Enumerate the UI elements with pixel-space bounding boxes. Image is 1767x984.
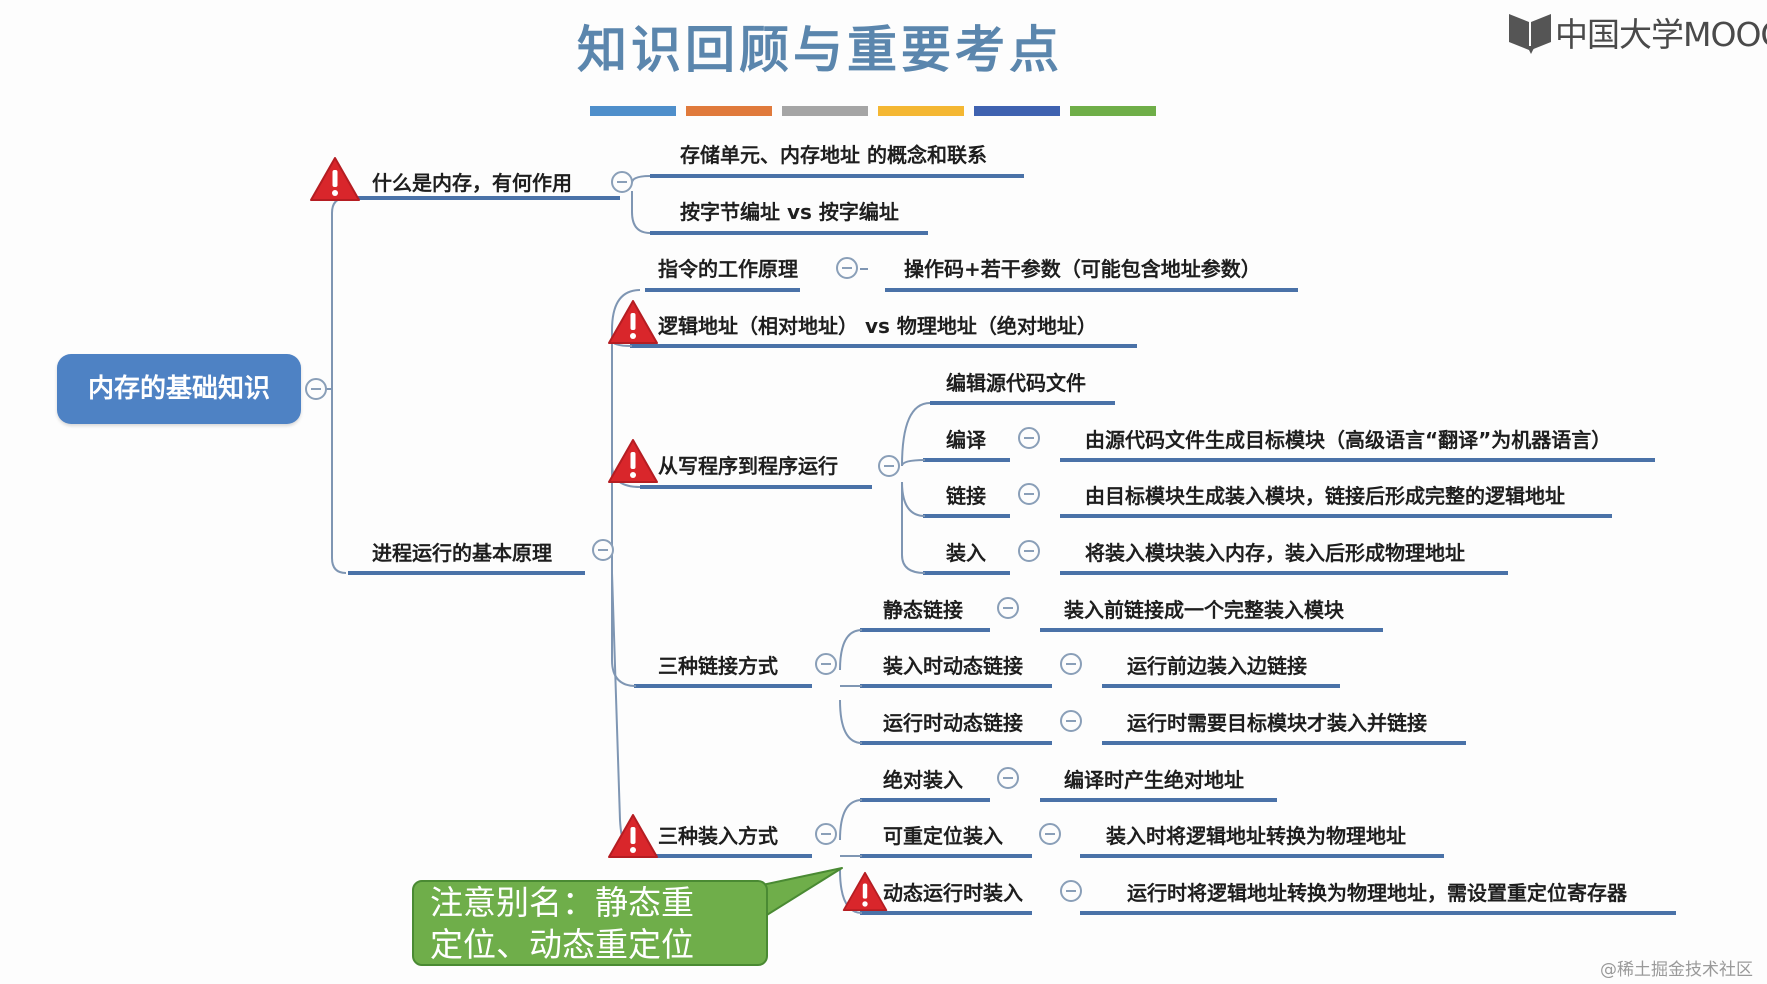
warning-icon bbox=[608, 300, 658, 344]
color-bar-segment bbox=[782, 106, 868, 116]
step-load-detail[interactable]: 将装入模块装入内存，装入后形成物理地址 bbox=[1085, 541, 1465, 565]
step-edit-node[interactable]: 编辑源代码文件 bbox=[946, 371, 1086, 395]
warning-icon bbox=[310, 157, 360, 201]
load-time-linking-node[interactable]: 装入时动态链接 bbox=[883, 654, 1023, 678]
dynamic-loading-node[interactable]: 动态运行时装入 bbox=[883, 881, 1023, 905]
dynamic-loading-detail[interactable]: 运行时将逻辑地址转换为物理地址，需设置重定位寄存器 bbox=[1127, 881, 1627, 905]
run-time-linking-detail[interactable]: 运行时需要目标模块才装入并链接 bbox=[1127, 711, 1427, 735]
color-bar-segment bbox=[1070, 106, 1156, 116]
absolute-loading-node[interactable]: 绝对装入 bbox=[883, 768, 963, 792]
loading-methods-node[interactable]: 三种装入方式 bbox=[658, 824, 778, 848]
step-link-node[interactable]: 链接 bbox=[946, 484, 986, 508]
step-link-detail[interactable]: 由目标模块生成装入模块，链接后形成完整的逻辑地址 bbox=[1085, 484, 1565, 508]
branch-what-is-memory[interactable]: 什么是内存，有何作用 bbox=[372, 171, 572, 195]
callout-line-1: 注意别名：静态重 bbox=[430, 883, 694, 922]
warning-icon bbox=[608, 814, 658, 858]
color-bar-segment bbox=[590, 106, 676, 116]
run-time-linking-node[interactable]: 运行时动态链接 bbox=[883, 711, 1023, 735]
slide-title: 知识回顾与重要考点 bbox=[577, 20, 1063, 79]
relocatable-loading-detail[interactable]: 装入时将逻辑地址转换为物理地址 bbox=[1106, 824, 1406, 848]
static-linking-node[interactable]: 静态链接 bbox=[883, 598, 963, 622]
step-compile-detail[interactable]: 由源代码文件生成目标模块（高级语言“翻译”为机器语言） bbox=[1085, 428, 1612, 452]
instruction-node[interactable]: 指令的工作原理 bbox=[658, 257, 798, 281]
callout-line-2: 定位、动态重定位 bbox=[430, 925, 694, 964]
step-load-node[interactable]: 装入 bbox=[946, 541, 986, 565]
program-run-node[interactable]: 从写程序到程序运行 bbox=[658, 454, 838, 478]
color-bar-segment bbox=[686, 106, 772, 116]
memory-concept-node[interactable]: 存储单元、内存地址 的概念和联系 bbox=[680, 143, 987, 167]
book-icon bbox=[1509, 14, 1551, 54]
load-time-linking-detail[interactable]: 运行前边装入边链接 bbox=[1127, 654, 1307, 678]
addressing-node[interactable]: 按字节编址 vs 按字编址 bbox=[680, 200, 899, 224]
branch-process-principle[interactable]: 进程运行的基本原理 bbox=[372, 541, 552, 565]
warning-icon bbox=[842, 871, 888, 912]
linking-methods-node[interactable]: 三种链接方式 bbox=[658, 654, 778, 678]
instruction-detail[interactable]: 操作码+若干参数（可能包含地址参数） bbox=[904, 257, 1261, 281]
static-linking-detail[interactable]: 装入前链接成一个完整装入模块 bbox=[1064, 598, 1344, 622]
address-node[interactable]: 逻辑地址（相对地址） vs 物理地址（绝对地址） bbox=[658, 314, 1097, 338]
warning-icon bbox=[608, 439, 658, 483]
step-compile-node[interactable]: 编译 bbox=[946, 428, 986, 452]
relocatable-loading-node[interactable]: 可重定位装入 bbox=[883, 824, 1003, 848]
absolute-loading-detail[interactable]: 编译时产生绝对地址 bbox=[1064, 768, 1244, 792]
alias-callout: 注意别名：静态重 定位、动态重定位 bbox=[412, 880, 768, 966]
color-bar-segment bbox=[974, 106, 1060, 116]
watermark: @稀土掘金技术社区 bbox=[1600, 960, 1753, 980]
color-bar-segment bbox=[878, 106, 964, 116]
logo-text: 中国大学MOOC bbox=[1555, 15, 1767, 54]
root-node[interactable]: 内存的基础知识 bbox=[57, 354, 301, 424]
